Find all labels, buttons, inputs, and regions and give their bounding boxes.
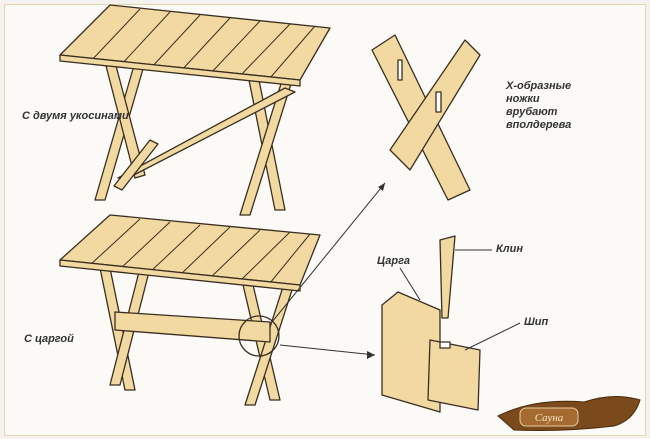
label-line: врубают	[506, 106, 558, 118]
wedge-part	[439, 235, 456, 319]
tenon-part	[427, 339, 481, 411]
label-apron-part: Царга	[377, 255, 410, 267]
table-two-braces	[59, 4, 331, 216]
label-line: ножки	[506, 93, 540, 105]
label-apron: С царгой	[24, 333, 74, 345]
joint-detail	[381, 235, 481, 413]
logo-text: Сауна	[535, 412, 564, 424]
label-tenon: Шип	[524, 316, 549, 328]
pointer-lines	[271, 182, 521, 356]
label-two-braces: С двумя укосинами	[22, 110, 129, 122]
label-x-legs: Х-образные ножки врубают вполдерева	[506, 80, 571, 132]
label-line: Х-образные	[506, 80, 572, 92]
x-legs-detail	[371, 34, 481, 201]
label-line: вполдерева	[506, 119, 572, 131]
label-wedge: Клин	[496, 243, 523, 255]
sauna-logo: Сауна	[494, 386, 644, 434]
table-with-apron	[59, 214, 321, 406]
